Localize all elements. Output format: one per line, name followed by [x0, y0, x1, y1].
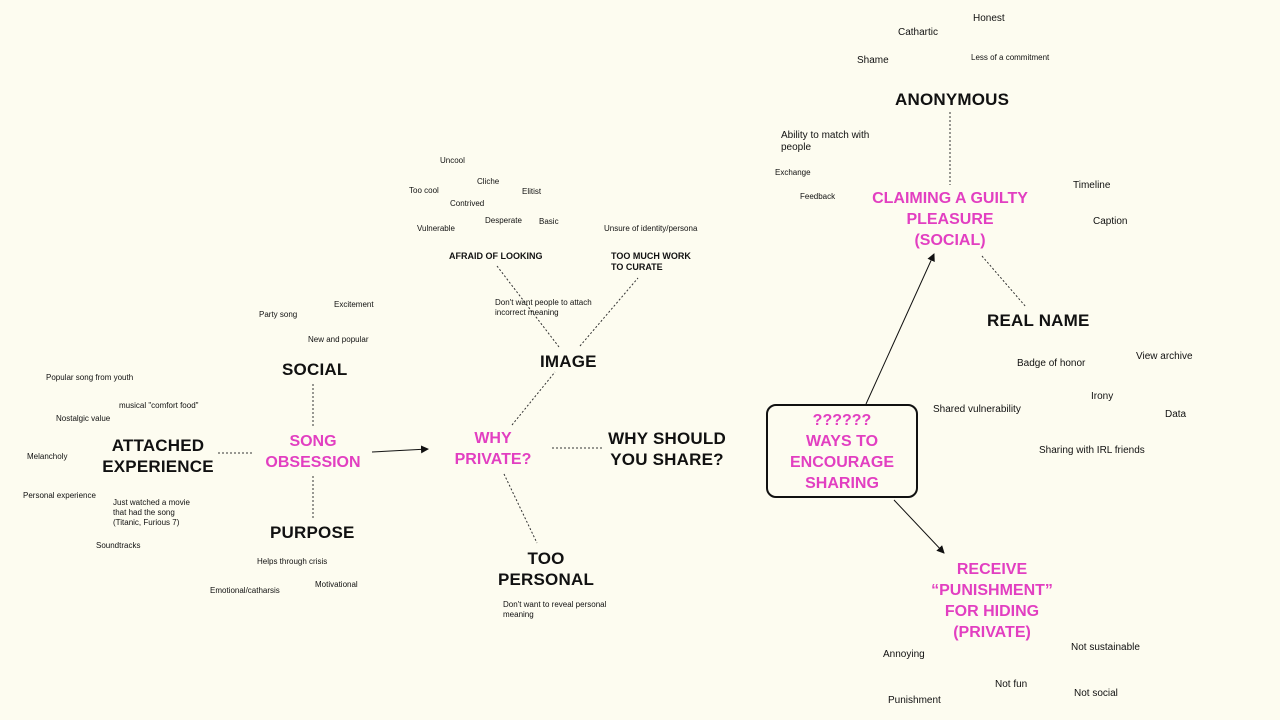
attached-note: Personal experience: [23, 491, 96, 500]
social-note: Excitement: [334, 300, 374, 309]
arrow-song-to-why-private: [371, 445, 429, 454]
purpose-note: Motivational: [315, 580, 358, 589]
guilty-note: Timeline: [1073, 180, 1111, 191]
afraid-word: Elitist: [522, 187, 542, 196]
center-node-box: [766, 404, 918, 498]
attached-note: Popular song from youth: [46, 373, 134, 382]
encourage-sharing-node: ?????? WAYS TO ENCOURAGE SHARING: [789, 412, 894, 492]
why-should-you-share-node: WHY SHOULD YOU SHARE?: [608, 429, 726, 469]
punishment-note: Punishment: [888, 695, 941, 706]
punishment-note: Annoying: [883, 649, 925, 660]
afraid-word: Too cool: [409, 186, 439, 195]
arrow-center-to-guilty: [865, 253, 935, 405]
arrow-center-to-punishment: [893, 499, 945, 554]
real-name-node: REAL NAME: [987, 311, 1090, 330]
afraid-word: Basic: [539, 217, 559, 226]
afraid-word: Vulnerable: [417, 224, 455, 233]
attached-note: musical "comfort food": [119, 401, 199, 410]
attached-note: Nostalgic value: [56, 414, 111, 423]
anonymous-node: ANONYMOUS: [895, 90, 1010, 109]
social-note: Party song: [259, 310, 298, 319]
anonymous-note: Honest: [973, 13, 1005, 24]
real-name-note: Sharing with IRL friends: [1039, 445, 1145, 456]
curate-note: Unsure of identity/persona: [604, 224, 698, 233]
punishment-node: RECEIVE “PUNISHMENT” FOR HIDING (PRIVATE…: [931, 561, 1053, 641]
song-obsession-node: SONG OBSESSION: [265, 433, 361, 471]
line-why-to-image: [511, 371, 556, 426]
line-image-to-curate: [579, 277, 639, 347]
anonymous-note: Shame: [857, 55, 889, 66]
guilty-note: Ability to match with people: [781, 130, 870, 153]
social-note: New and popular: [308, 335, 369, 344]
purpose-node: PURPOSE: [270, 523, 355, 542]
line-guilty-to-real-name: [981, 255, 1027, 308]
anonymous-note: Cathartic: [898, 27, 939, 38]
attached-note: Soundtracks: [96, 541, 141, 550]
attached-note: Melancholy: [27, 452, 68, 461]
anonymous-note: Less of a commitment: [971, 53, 1050, 62]
line-image-to-afraid: [496, 265, 560, 348]
guilty-note: Caption: [1093, 216, 1128, 227]
afraid-word: Desperate: [485, 216, 522, 225]
afraid-word: Cliche: [477, 177, 500, 186]
afraid-note: Don't want people to attach incorrect me…: [495, 298, 592, 317]
real-name-note: Data: [1165, 409, 1187, 420]
attached-note: Just watched a movie that had the song (…: [113, 498, 190, 527]
afraid-word: Contrived: [450, 199, 485, 208]
guilty-pleasure-node: CLAIMING A GUILTY PLEASURE (SOCIAL): [872, 190, 1028, 249]
punishment-note: Not sustainable: [1071, 642, 1140, 653]
guilty-note: Exchange: [775, 168, 811, 177]
real-name-note: View archive: [1136, 351, 1193, 362]
line-why-to-too-personal: [503, 473, 538, 544]
too-much-work-node: TOO MUCH WORK TO CURATE: [611, 251, 691, 272]
purpose-note: Helps through crisis: [257, 557, 328, 566]
image-node: IMAGE: [540, 352, 597, 371]
real-name-note: Irony: [1091, 391, 1114, 402]
punishment-note: Not social: [1074, 688, 1118, 699]
social-node: SOCIAL: [282, 360, 348, 379]
afraid-of-looking-node: AFRAID OF LOOKING: [449, 251, 543, 261]
real-name-note: Badge of honor: [1017, 358, 1086, 369]
attached-experience-node: ATTACHED EXPERIENCE: [102, 436, 214, 476]
too-personal-node: TOO PERSONAL: [497, 549, 595, 589]
guilty-note: Feedback: [800, 192, 836, 201]
too-personal-note: Don't want to reveal personal meaning: [503, 600, 607, 619]
afraid-word: Uncool: [440, 156, 465, 165]
why-private-node: WHY PRIVATE?: [454, 430, 532, 468]
purpose-note: Emotional/catharsis: [210, 586, 280, 595]
punishment-note: Not fun: [995, 679, 1028, 690]
real-name-note: Shared vulnerability: [933, 404, 1021, 415]
